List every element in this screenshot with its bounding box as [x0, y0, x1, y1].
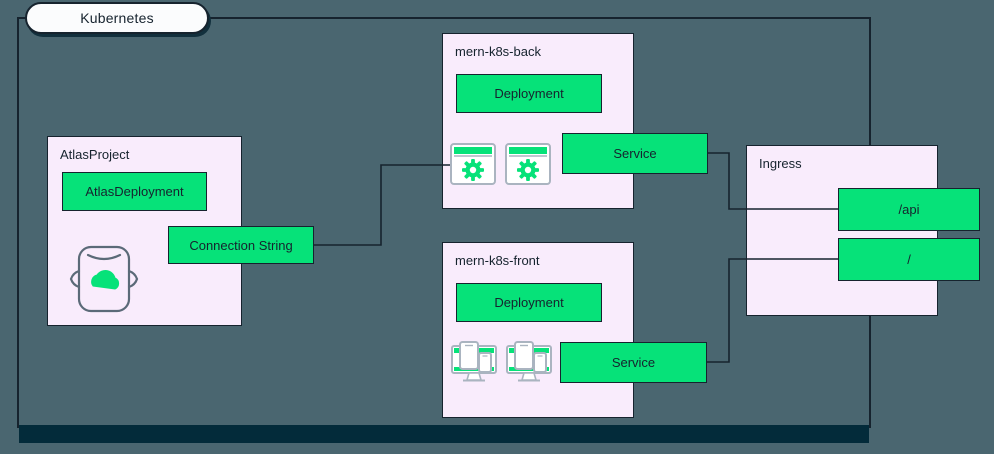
frontend-namespace-group: mern-k8s-front: [442, 242, 634, 418]
backend-namespace-title: mern-k8s-back: [455, 44, 541, 59]
atlas-deployment-label: AtlasDeployment: [85, 184, 184, 199]
ingress-route-root[interactable]: /: [838, 238, 980, 281]
cloud-database-icon: [68, 243, 140, 315]
ingress-title: Ingress: [759, 156, 802, 171]
responsive-devices-icon: [451, 341, 497, 382]
kubernetes-cluster-base-bar: [19, 425, 869, 443]
responsive-devices-icon: [506, 341, 552, 382]
connection-string-node[interactable]: Connection String: [168, 226, 314, 264]
frontend-namespace-title: mern-k8s-front: [455, 253, 540, 268]
frontend-deployment-label: Deployment: [494, 295, 564, 310]
backend-pod-icons: [450, 143, 556, 185]
kubernetes-cluster-label-pill: Kubernetes: [25, 2, 209, 34]
connection-string-label: Connection String: [189, 237, 293, 253]
atlas-project-title: AtlasProject: [60, 147, 130, 162]
atlas-deployment-node[interactable]: AtlasDeployment: [62, 172, 207, 211]
ingress-route-api-label: /api: [898, 202, 920, 217]
frontend-service-label: Service: [611, 355, 656, 370]
gear-window-icon: [505, 143, 551, 185]
backend-service-label: Service: [613, 146, 657, 161]
frontend-pod-icons: [450, 341, 560, 385]
ingress-route-api[interactable]: /api: [838, 188, 980, 231]
backend-deployment-label: Deployment: [494, 86, 564, 101]
frontend-deployment-node[interactable]: Deployment: [456, 283, 602, 322]
ingress-route-root-label: /: [907, 252, 911, 267]
kubernetes-cluster-label-text: Kubernetes: [80, 10, 154, 26]
backend-deployment-node[interactable]: Deployment: [456, 74, 602, 113]
frontend-service-node[interactable]: Service: [560, 342, 707, 383]
gear-window-icon: [450, 143, 496, 185]
backend-service-node[interactable]: Service: [562, 133, 708, 174]
